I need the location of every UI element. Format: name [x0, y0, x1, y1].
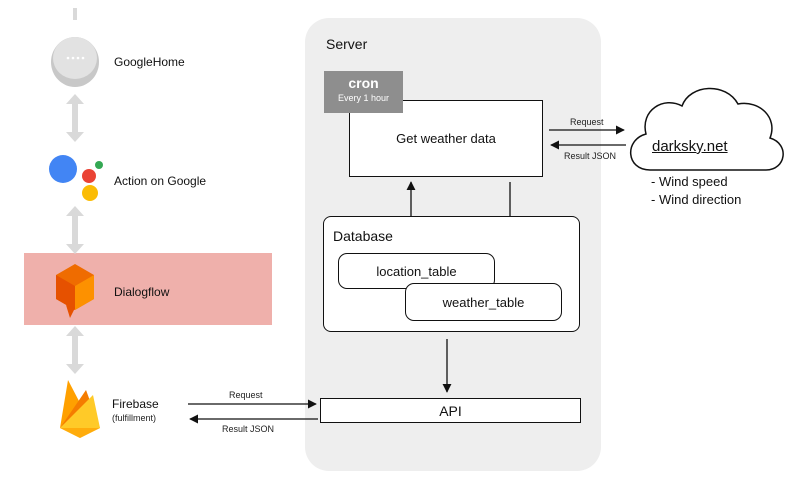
cloud-icon	[629, 87, 784, 171]
firebase-sublabel: (fulfillment)	[112, 413, 157, 423]
cron-box: cron Every 1 hour	[324, 71, 403, 113]
weather-table-label: weather_table	[442, 294, 525, 310]
get-weather-data-label: Get weather data	[396, 131, 496, 146]
google-assistant-icon	[49, 155, 103, 201]
google-home-label: GoogleHome	[114, 55, 185, 69]
wind-direction-item: - Wind direction	[651, 192, 742, 207]
darksky-service-label: darksky.net	[652, 138, 728, 155]
api-label: API	[439, 402, 462, 419]
location-table-label: location_table	[376, 263, 457, 279]
dialogflow-label: Dialogflow	[114, 285, 170, 299]
connector-dialogflow-firebase	[66, 326, 84, 374]
action-on-google-label: Action on Google	[114, 174, 207, 188]
firebase-request-label: Request	[229, 390, 263, 400]
weather-table-box: weather_table	[405, 283, 562, 321]
api-box: API	[320, 398, 581, 423]
darksky-request-label: Request	[570, 117, 604, 127]
firebase-result-label: Result JSON	[222, 424, 275, 434]
dialogflow-icon	[56, 264, 94, 318]
google-home-icon	[51, 37, 99, 87]
top-connector-stub	[73, 8, 77, 20]
firebase-label: Firebase	[112, 397, 159, 411]
firebase-icon	[60, 380, 100, 438]
connector-assistant-dialogflow	[66, 206, 84, 254]
database-title: Database	[333, 228, 393, 244]
cron-title: cron	[348, 75, 379, 91]
connector-home-assistant	[66, 94, 84, 142]
cron-subtitle: Every 1 hour	[337, 93, 390, 103]
server-title: Server	[326, 36, 368, 52]
wind-speed-item: - Wind speed	[651, 174, 728, 189]
darksky-result-label: Result JSON	[564, 151, 617, 161]
